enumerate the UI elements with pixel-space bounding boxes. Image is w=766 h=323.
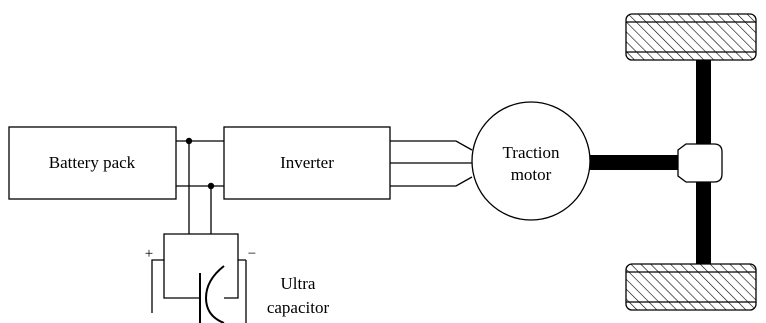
dc-bus xyxy=(176,137,224,234)
traction-motor-label-line1: Traction xyxy=(503,143,560,162)
wheel-top xyxy=(625,13,757,61)
traction-motor: Traction motor xyxy=(471,101,591,221)
wheel-bottom xyxy=(625,263,757,311)
battery-pack-label: Battery pack xyxy=(49,153,136,172)
three-phase-lines xyxy=(390,140,474,187)
ultra-capacitor-label-line2: capacitor xyxy=(267,298,330,317)
drive-shaft xyxy=(590,155,680,170)
battery-pack: Battery pack xyxy=(8,126,177,200)
minus-sign: − xyxy=(248,246,256,262)
ultra-capacitor: + − Ultra capacitor xyxy=(145,233,330,323)
traction-motor-label-line2: motor xyxy=(511,165,552,184)
inverter: Inverter xyxy=(223,126,391,200)
ultra-capacitor-label-line1: Ultra xyxy=(281,274,316,293)
inverter-label: Inverter xyxy=(280,153,334,172)
capacitor-plate-curved xyxy=(204,265,225,323)
differential xyxy=(677,143,723,183)
plus-sign: + xyxy=(145,246,153,262)
